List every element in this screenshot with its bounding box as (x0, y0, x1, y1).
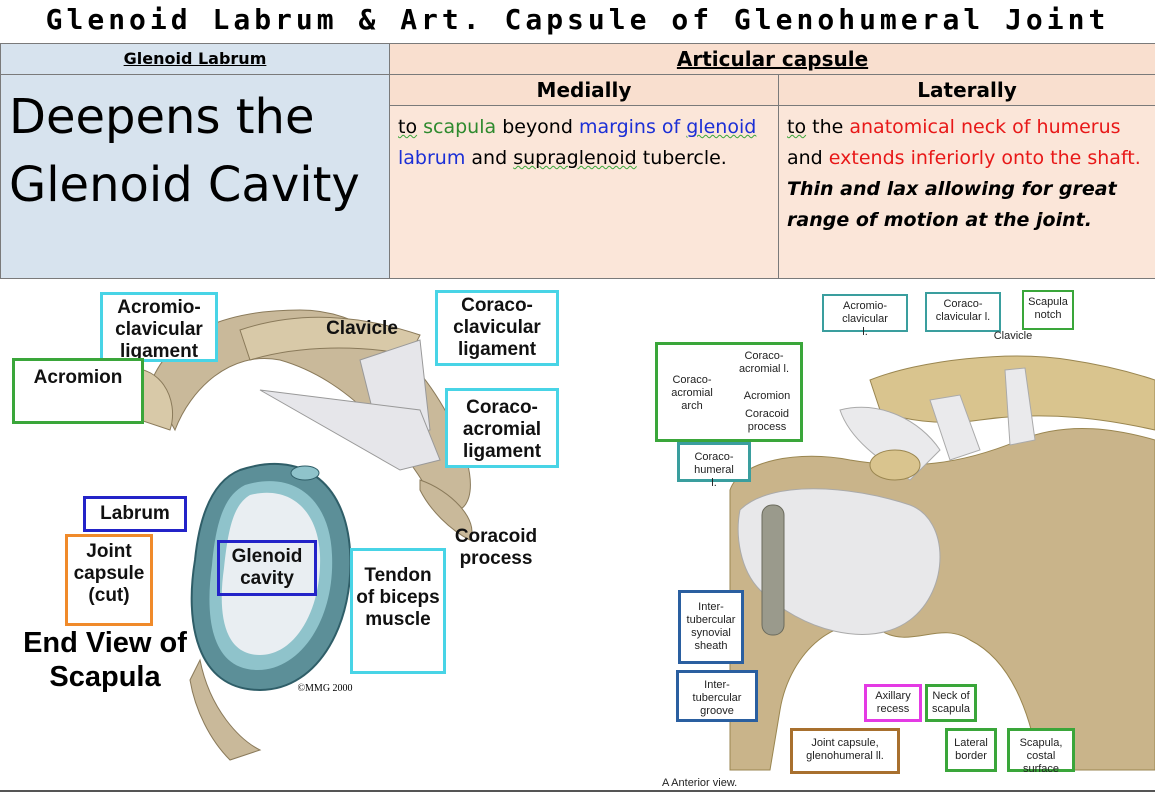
caption-anterior-view: A Anterior view. (662, 776, 772, 790)
label-coracoid-process: Coracoid process (450, 526, 542, 576)
label-coracoclavicular-ligament: Coraco-clavicular ligament (435, 290, 559, 366)
label-acromioclavicular-ligament: Acromio-clavicular ligament (100, 292, 218, 362)
label-intertubercular-groove: Inter-tubercular groove (676, 670, 758, 722)
medially-description: to scapula beyond margins of glenoid lab… (390, 106, 779, 279)
label-coracoacromial-ligament: Coraco-acromial ligament (445, 388, 559, 468)
labrum-description: Deepens the Glenoid Cavity (1, 75, 390, 279)
label-clavicle: Clavicle (983, 330, 1043, 344)
label-lateral-border: Lateral border (945, 728, 997, 772)
label-glenoid-cavity: Glenoid cavity (217, 540, 317, 596)
label-neck-of-scapula: Neck of scapula (925, 684, 977, 722)
label-intertubercular-synovial-sheath: Inter-tubercular synovial sheath (678, 590, 744, 664)
laterally-description: to the anatomical neck of humerus and ex… (779, 106, 1155, 279)
label-joint-capsule-cut: Joint capsule (cut) (65, 534, 153, 626)
anterior-view-figure: Acromio-clavicular l. Coraco-clavicular … (650, 290, 1155, 790)
articular-capsule-header: Articular capsule (390, 44, 1155, 75)
bottom-rule (0, 790, 1155, 792)
label-coracoacromial-arch: Coraco-acromial arch (666, 374, 718, 414)
label-acromion: Acromion (12, 358, 144, 424)
label-axillary-recess: Axillary recess (864, 684, 922, 722)
label-tendon-of-biceps-muscle: Tendon of biceps muscle (350, 548, 446, 674)
label-coracohumeral-l: Coraco-humeral l. (677, 442, 751, 482)
summary-table: Glenoid Labrum Articular capsule Deepens… (0, 43, 1155, 279)
scapula-end-view-figure: Acromio-clavicular ligament Clavicle Cor… (0, 290, 590, 790)
label-acromioclavicular-l: Acromio-clavicular l. (822, 294, 908, 332)
label-acromion: Acromion (734, 390, 800, 404)
label-coracoacromial-l: Coraco-acromial l. (734, 350, 794, 378)
label-joint-capsule-glenohumeral: Joint capsule, glenohumeral ll. (790, 728, 900, 774)
glenoid-labrum-header: Glenoid Labrum (1, 44, 390, 75)
laterally-header: Laterally (779, 75, 1155, 106)
copyright-mmg: ©MMG 2000 (285, 682, 365, 696)
medially-header: Medially (390, 75, 779, 106)
label-coracoid-process: Coracoid process (734, 408, 800, 436)
label-scapula-costal-surface: Scapula, costal surface (1007, 728, 1075, 772)
label-end-view-of-scapula: End View of Scapula (15, 626, 195, 698)
label-clavicle: Clavicle (318, 318, 406, 344)
label-labrum: Labrum (83, 496, 187, 532)
label-scapula-notch: Scapula notch (1022, 290, 1074, 330)
label-coracoclavicular-l: Coraco-clavicular l. (925, 292, 1001, 332)
page-title: Glenoid Labrum & Art. Capsule of Glenohu… (0, 0, 1155, 42)
